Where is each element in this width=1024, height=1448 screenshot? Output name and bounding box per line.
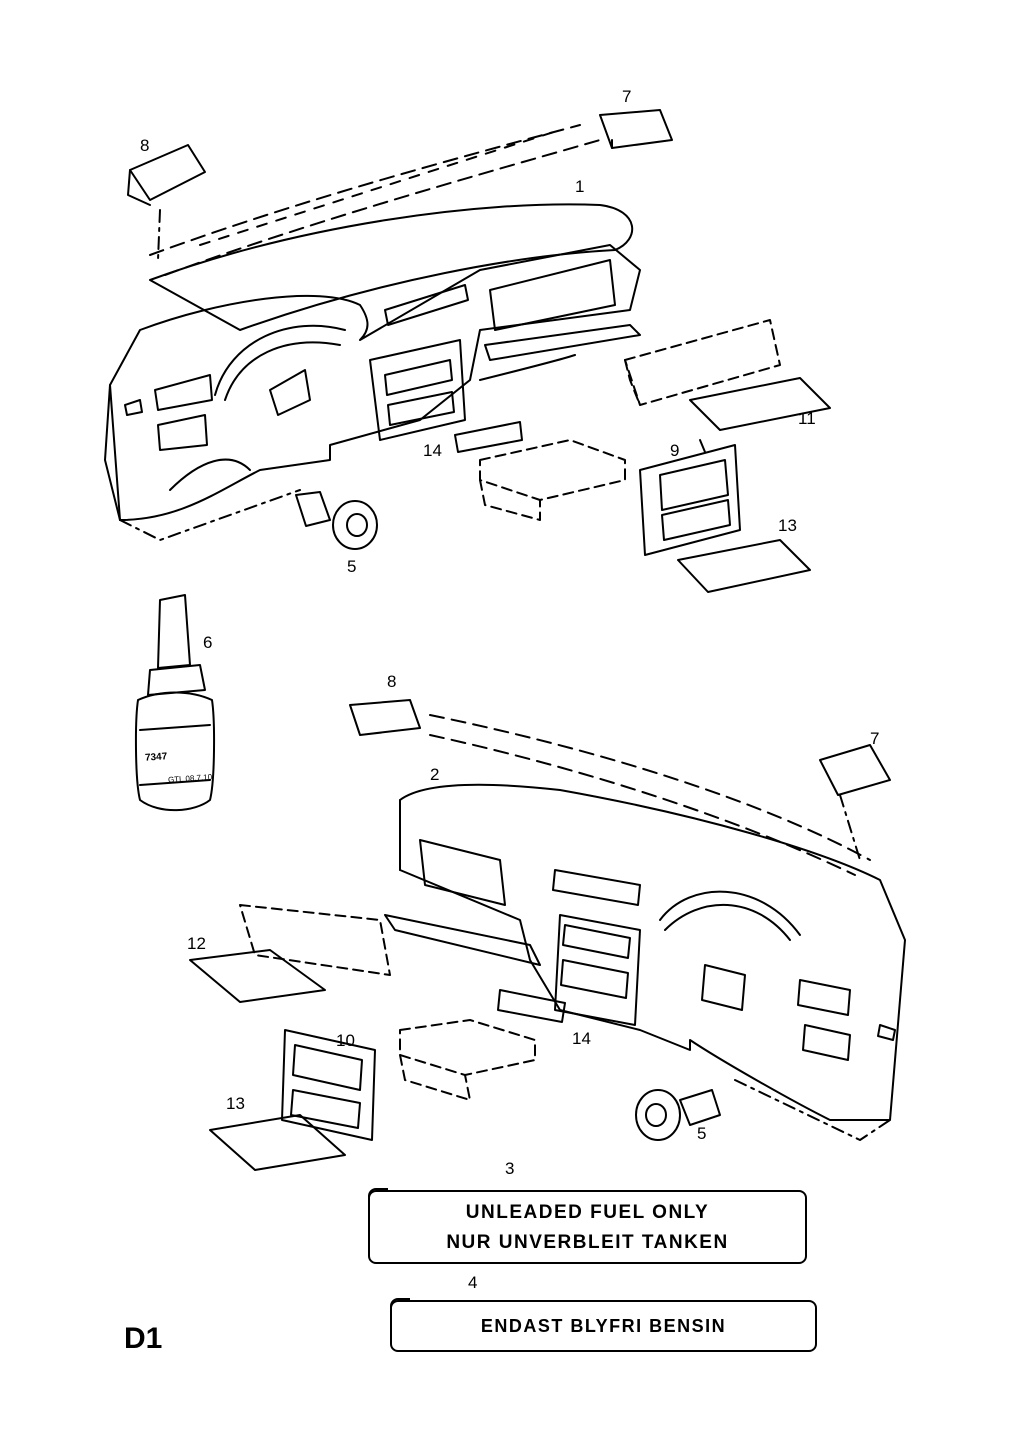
callout-10: 10	[336, 1031, 355, 1050]
lamp-socket-upper	[295, 491, 378, 550]
page-code: D1	[124, 1322, 163, 1355]
callout-2: 2	[430, 765, 440, 784]
callout-14-lower: 14	[572, 1029, 591, 1048]
radio-box-upper	[479, 439, 626, 521]
callout-5-upper: 5	[347, 557, 357, 576]
callout-3: 3	[505, 1159, 515, 1178]
storage-tray-upper	[624, 319, 831, 431]
callout-14-upper: 14	[423, 441, 442, 460]
callout-11: 11	[798, 409, 816, 428]
label-3-line-2: NUR UNVERBLEIT TANKEN	[446, 1232, 729, 1253]
mat-upper	[677, 539, 811, 593]
label-4-line-1: ENDAST BLYFRI BENSIN	[480, 1316, 727, 1336]
callout-8-upper: 8	[140, 136, 150, 155]
speaker-cover-lower-right	[819, 744, 891, 861]
speaker-cover-upper-right	[599, 109, 673, 149]
callout-13-lower: 13	[226, 1094, 245, 1113]
speaker-cover-upper-left	[127, 144, 206, 261]
mat-lower	[209, 1114, 346, 1171]
callout-5-lower: 5	[697, 1124, 707, 1143]
lamp-socket-lower	[635, 1089, 721, 1141]
callout-12: 12	[187, 934, 206, 953]
callout-6: 6	[203, 633, 213, 652]
speaker-cover-lower-left	[349, 699, 421, 736]
dashboard-upper	[104, 124, 641, 541]
callout-9: 9	[670, 441, 680, 460]
callout-8-lower: 8	[387, 672, 397, 691]
callout-7-lower: 7	[870, 729, 880, 748]
blank-plate-upper	[454, 421, 523, 453]
label-4-sticker: ENDAST BLYFRI BENSIN	[390, 1300, 817, 1352]
callout-7-upper: 7	[622, 87, 632, 106]
callout-4: 4	[468, 1273, 478, 1292]
radio-box-lower	[399, 1019, 536, 1101]
storage-tray-lower	[189, 904, 391, 1003]
radio-frame-upper	[639, 439, 741, 556]
radio-frame-lower	[281, 1029, 376, 1141]
callout-1: 1	[575, 177, 585, 196]
dashboard-lower	[384, 714, 906, 1141]
label-3-line-1: UNLEADED FUEL ONLY	[465, 1202, 710, 1223]
blank-plate-lower	[497, 989, 566, 1023]
label-3-sticker: UNLEADED FUEL ONLY NUR UNVERBLEIT TANKEN	[368, 1190, 807, 1264]
bottle-code-text: 7347	[144, 751, 168, 764]
adhesive-bottle	[134, 594, 216, 812]
callout-13-upper: 13	[778, 516, 797, 535]
